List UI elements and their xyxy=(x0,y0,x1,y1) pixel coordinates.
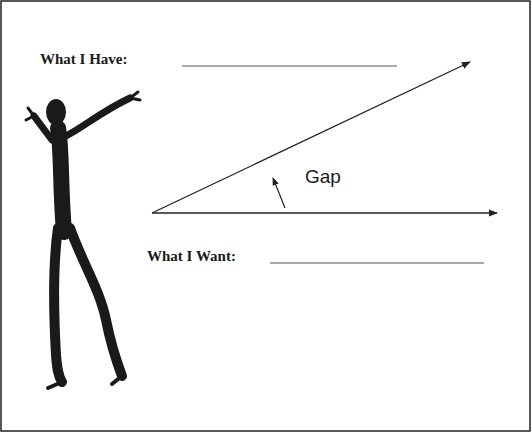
want-label: What I Want: xyxy=(147,247,236,265)
blank-underline xyxy=(270,263,484,264)
blank-underline xyxy=(182,66,397,67)
have-label: What I Have: xyxy=(40,50,128,68)
gap-label: Gap xyxy=(305,166,341,189)
want-arrow xyxy=(152,212,497,213)
gap-pointer xyxy=(273,178,285,208)
have-arrow xyxy=(152,62,470,213)
figure-silhouette xyxy=(26,92,140,388)
